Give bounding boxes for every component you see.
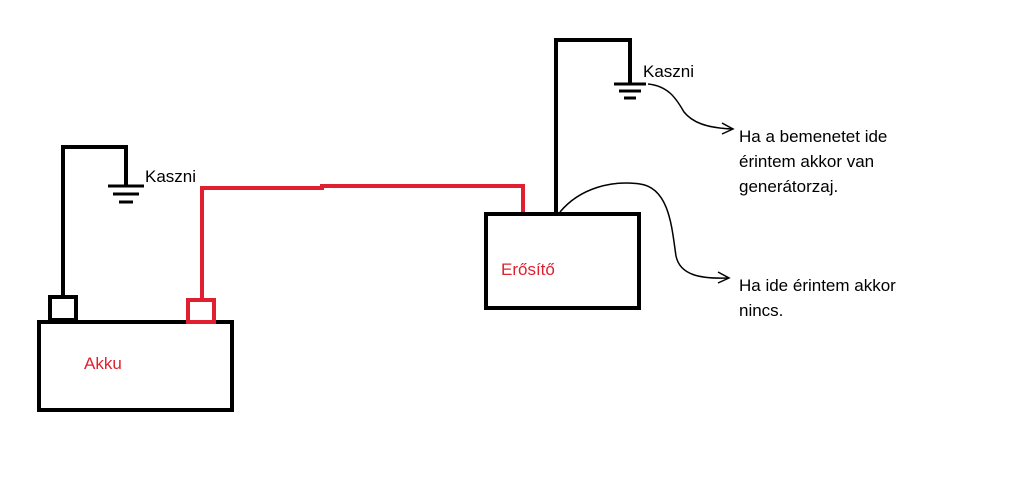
ground-label-right: Kaszni: [643, 62, 695, 81]
amplifier-label: Erősítő: [501, 260, 555, 279]
note-upper-line: Ha a bemenetet ide: [739, 127, 888, 146]
ground-symbol-left: [108, 184, 144, 204]
arrow-upper: [647, 83, 733, 130]
power-wire: [200, 184, 525, 300]
note-lower: Ha ide érintem akkor nincs.: [739, 273, 896, 323]
battery-box: [37, 320, 234, 412]
note-upper: Ha a bemenetet ide érintem akkor van gen…: [739, 124, 887, 199]
ground-symbol-right: [614, 82, 646, 100]
arrowhead-lower: [717, 271, 731, 284]
note-lower-line: Ha ide érintem akkor: [739, 276, 896, 295]
note-upper-line: generátorzaj.: [739, 177, 839, 196]
amplifier-box: [484, 212, 641, 310]
arrowhead-upper: [721, 122, 735, 135]
ground-label-left: Kaszni: [145, 167, 197, 186]
battery-positive-terminal: [186, 298, 216, 324]
battery-label: Akku: [84, 354, 122, 373]
amplifier-ground-wire: [554, 38, 632, 214]
note-lower-line: nincs.: [739, 301, 784, 320]
battery-ground-wire: [61, 145, 128, 297]
note-upper-line: érintem akkor van: [739, 152, 875, 171]
battery-negative-terminal: [48, 295, 78, 322]
arrow-lower: [559, 182, 729, 279]
